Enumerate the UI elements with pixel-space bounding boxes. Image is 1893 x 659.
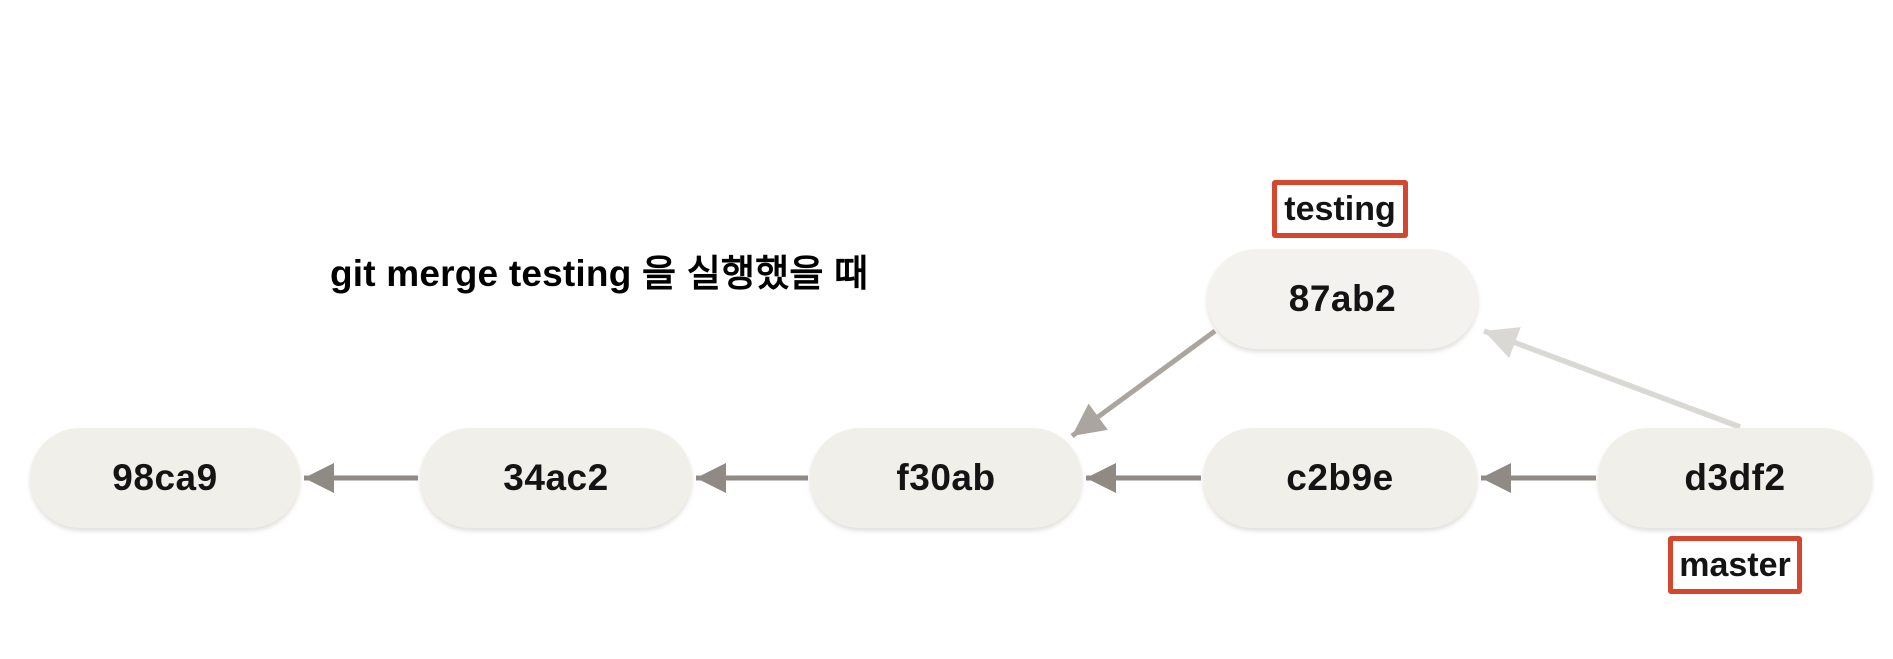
commit-node-34ac2: 34ac2 <box>420 428 692 528</box>
commit-node-87ab2: 87ab2 <box>1207 249 1478 349</box>
edge-d3df2-to-87ab2 <box>1483 327 1741 430</box>
branch-label-master: master <box>1668 536 1802 594</box>
diagram-title: git merge testing 을 실행했을 때 <box>330 253 869 294</box>
commit-node-98ca9: 98ca9 <box>30 428 300 528</box>
commit-label: d3df2 <box>1684 457 1786 498</box>
branch-label-testing: testing <box>1272 180 1408 238</box>
commit-node-d3df2: d3df2 <box>1598 428 1872 528</box>
commit-node-f30ab: f30ab <box>810 428 1082 528</box>
commit-node-c2b9e: c2b9e <box>1203 428 1477 528</box>
commit-label: c2b9e <box>1286 457 1394 498</box>
commit-label: f30ab <box>896 457 996 498</box>
edge-87ab2-to-f30ab <box>1070 328 1217 439</box>
branch-label-text: master <box>1679 545 1791 584</box>
branch-label-text: testing <box>1284 189 1396 228</box>
commit-label: 98ca9 <box>112 457 218 498</box>
commit-label: 34ac2 <box>503 457 609 498</box>
commit-label: 87ab2 <box>1288 278 1397 319</box>
